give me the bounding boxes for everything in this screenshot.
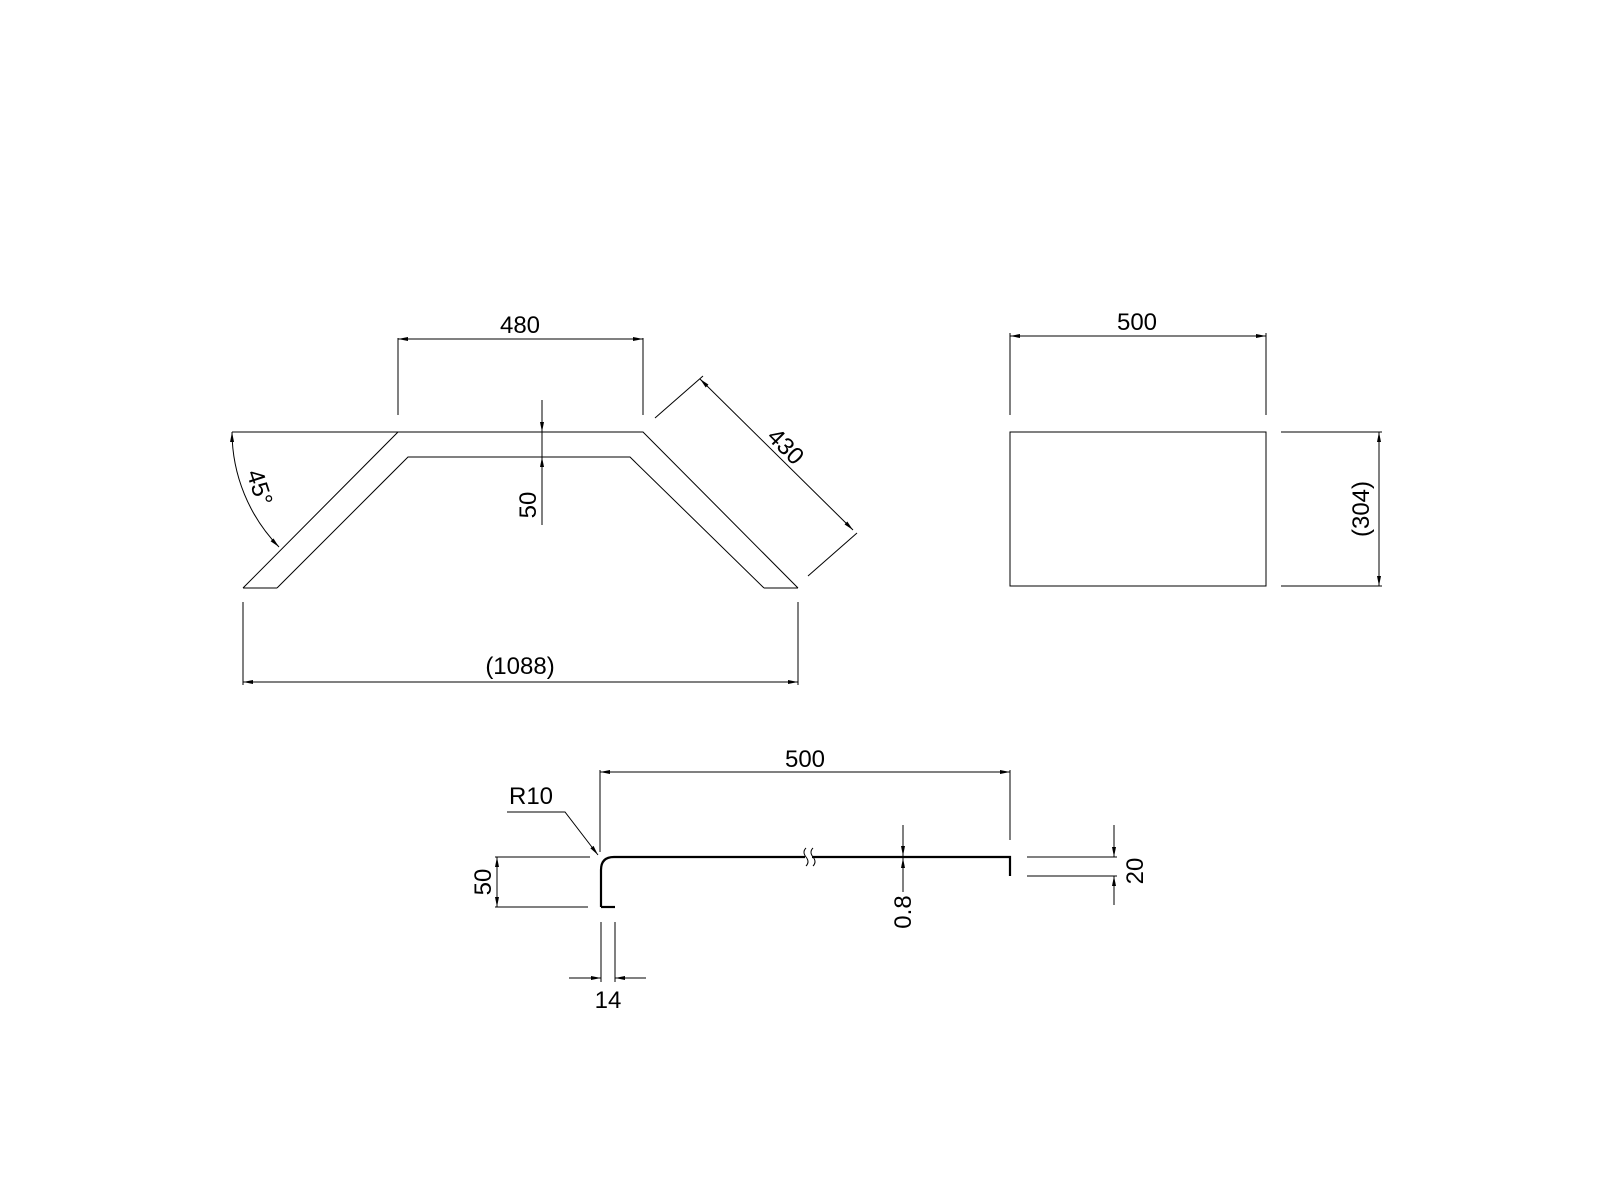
angle-arc — [230, 431, 280, 548]
dim-label-45deg: 45° — [241, 466, 278, 509]
dim-label-500: 500 — [785, 746, 825, 773]
radius-leader — [507, 811, 599, 856]
dim-label-304: (304) — [1348, 481, 1375, 537]
dim-label-480: 480 — [500, 312, 540, 339]
dim-label-r10: R10 — [509, 783, 553, 810]
extension-line — [654, 375, 704, 419]
dim-label-20: 20 — [1122, 858, 1149, 885]
dim-label-1088: (1088) — [485, 653, 554, 680]
section-profile-right — [812, 855, 1012, 876]
dim-label-430: 430 — [762, 423, 809, 470]
dim-label-50: 50 — [470, 869, 497, 896]
side-view: 500 (304) — [1009, 309, 1382, 587]
front-view: 480 50 45° 430 (1088) — [230, 312, 858, 685]
break-symbol — [803, 847, 816, 867]
dim-label-50: 50 — [515, 492, 542, 519]
section-view: 500 R10 50 14 0.8 20 — [470, 746, 1149, 1014]
front-inner-profile — [276, 456, 765, 589]
dim-label-0-8: 0.8 — [890, 895, 917, 928]
dim-label-14: 14 — [595, 987, 622, 1014]
side-rectangle — [1009, 431, 1267, 587]
dim-label-500: 500 — [1117, 309, 1157, 336]
extension-line — [807, 532, 858, 577]
section-profile-left — [599, 855, 805, 907]
dimension-line-430 — [699, 378, 854, 531]
